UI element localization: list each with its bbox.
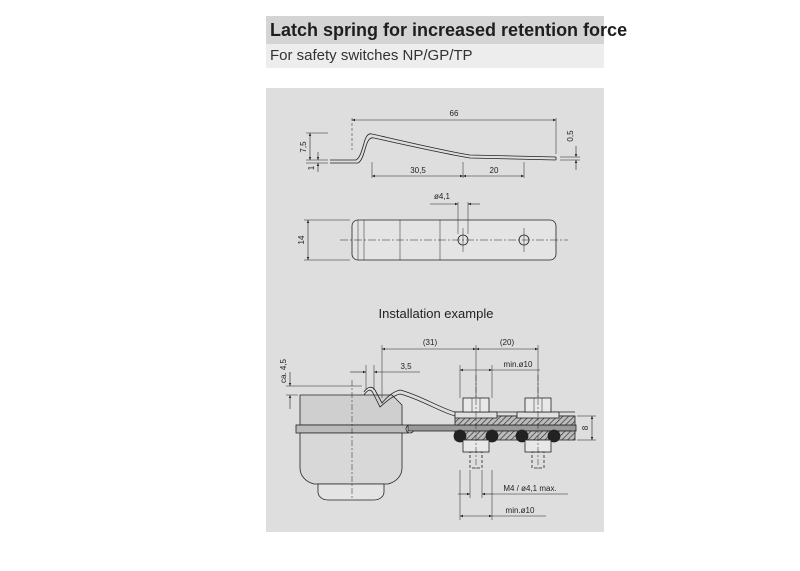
dim-1: 1	[307, 165, 316, 170]
dim-0-5: 0,5	[566, 130, 575, 142]
dim-ca-4-5: ca. 4,5	[279, 358, 288, 383]
dim-7-5: 7,5	[299, 141, 308, 153]
dim-30-5: 30,5	[410, 166, 426, 175]
dim-20-install: (20)	[500, 338, 515, 347]
installation-drawing	[295, 375, 577, 501]
dim-8: 8	[581, 425, 590, 430]
dim-hole-diameter: ø4,1	[434, 192, 451, 201]
installation-title: Installation example	[379, 306, 494, 321]
installation-dimensions	[286, 345, 596, 520]
page-subtitle: For safety switches NP/GP/TP	[266, 44, 604, 68]
top-view	[304, 202, 568, 261]
side-view	[306, 118, 580, 178]
page-title: Latch spring for increased retention for…	[266, 16, 627, 44]
dim-66: 66	[450, 109, 459, 118]
dim-20: 20	[490, 166, 499, 175]
header: Latch spring for increased retention for…	[266, 16, 627, 68]
dim-3-5: 3,5	[400, 362, 412, 371]
dim-31: (31)	[423, 338, 438, 347]
dim-min-10-top: min.ø10	[504, 360, 533, 369]
dim-14: 14	[297, 235, 306, 244]
dim-m4: M4 / ø4,1 max.	[503, 484, 556, 493]
dim-min-10-bottom: min.ø10	[506, 506, 535, 515]
